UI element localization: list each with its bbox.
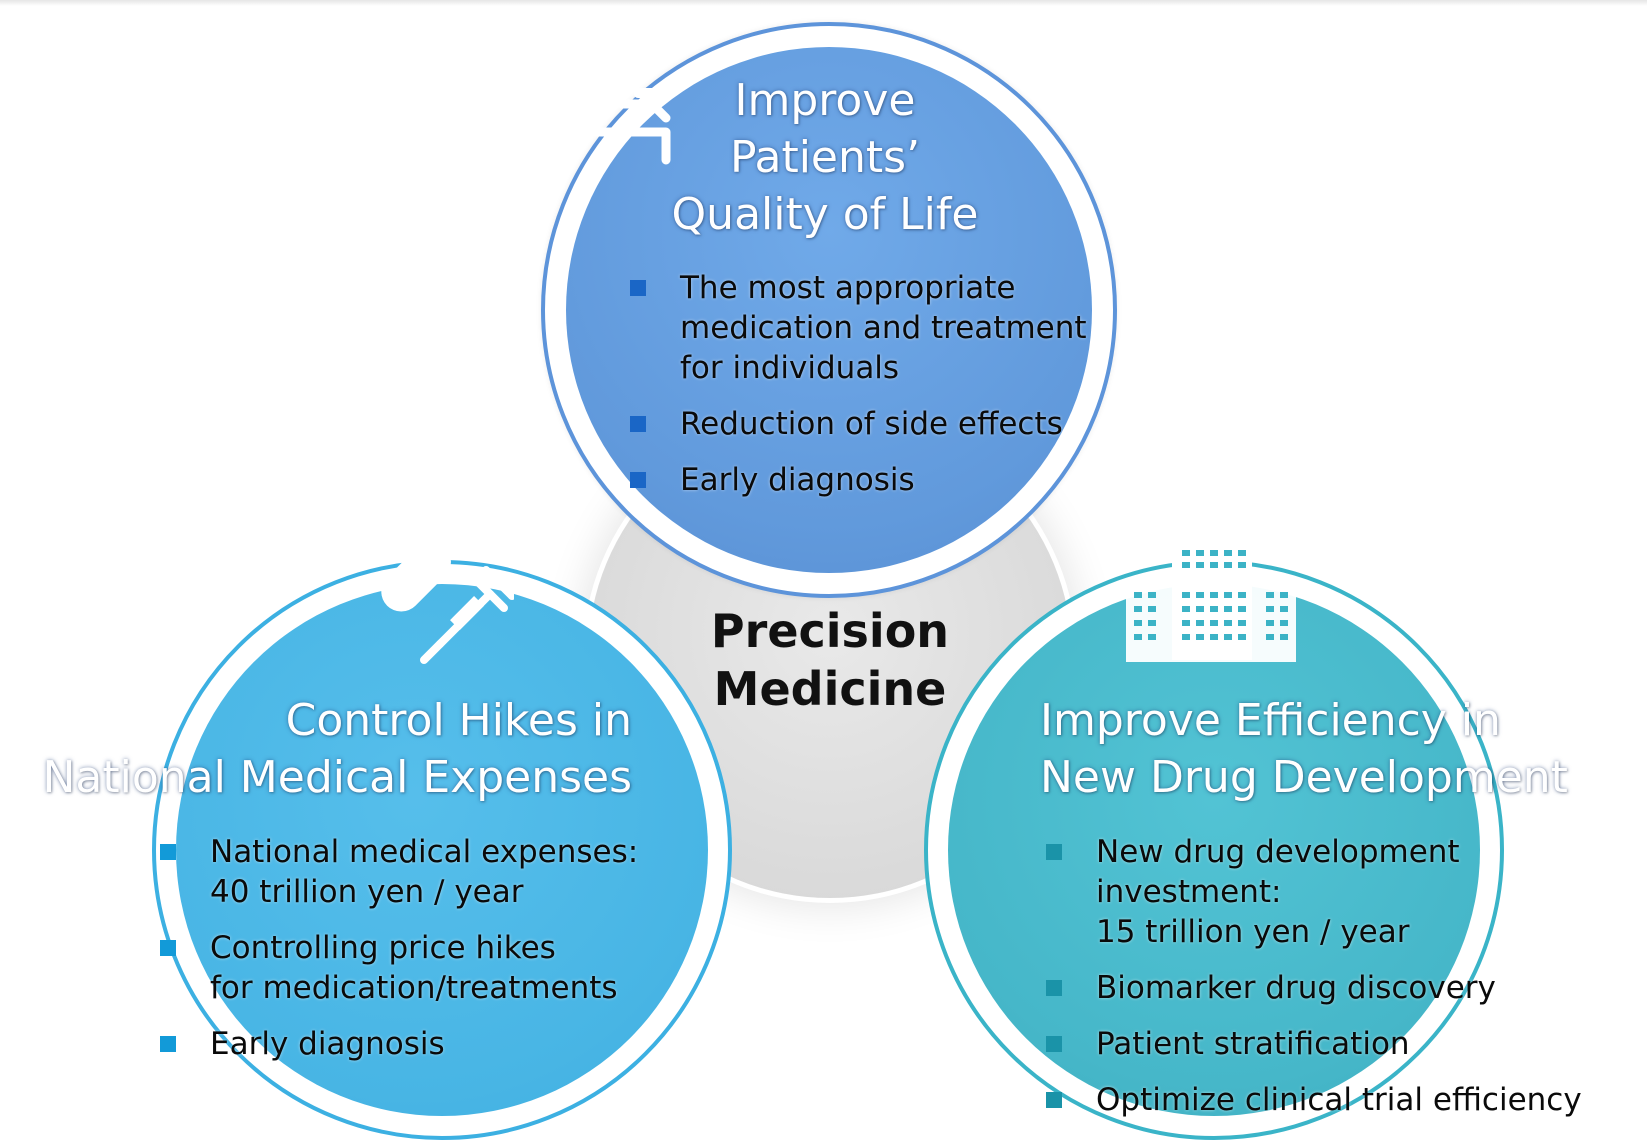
bullet-square-icon xyxy=(1046,1036,1062,1052)
right-title: Improve Efficiency in New Drug Developme… xyxy=(1040,692,1640,806)
bullet-square-icon xyxy=(630,280,646,296)
top-title: Improve Patients’ Quality of Life xyxy=(620,72,1030,243)
bullet-square-icon xyxy=(160,844,176,860)
top-title-line: Improve xyxy=(734,75,916,126)
left-bullet-list: National medical expenses: 40 trillion y… xyxy=(160,832,638,1080)
center-title-line: Medicine xyxy=(713,662,947,716)
list-item: New drug development investment: 15 tril… xyxy=(1046,832,1647,952)
right-bullet-list: New drug development investment: 15 tril… xyxy=(1046,832,1647,1136)
list-item: Reduction of side effects xyxy=(630,404,1087,444)
pill-syringe-icon xyxy=(381,541,514,664)
top-bullet-list: The most appropriate medication and trea… xyxy=(630,268,1087,516)
right-title-line: Improve Efficiency in xyxy=(1040,695,1501,746)
left-circle xyxy=(176,584,708,1116)
list-item: The most appropriate medication and trea… xyxy=(630,268,1087,388)
list-item: Early diagnosis xyxy=(160,1024,638,1064)
right-title-line: New Drug Development xyxy=(1040,752,1568,803)
top-shadow-bar xyxy=(0,0,1647,6)
left-title-line: National Medical Expenses xyxy=(42,752,632,803)
right-circle xyxy=(948,584,1480,1116)
bullet-square-icon xyxy=(1046,1092,1062,1108)
bullet-square-icon xyxy=(160,1036,176,1052)
bullet-square-icon xyxy=(1046,980,1062,996)
left-title-line: Control Hikes in xyxy=(285,695,632,746)
list-item: Controlling price hikes for medication/t… xyxy=(160,928,638,1008)
list-item: Optimize clinical trial efficiency xyxy=(1046,1080,1647,1120)
bullet-square-icon xyxy=(630,472,646,488)
patient-bed-icon xyxy=(551,56,671,165)
bullet-square-icon xyxy=(1046,844,1062,860)
top-title-line: Quality of Life xyxy=(671,189,979,240)
list-item: National medical expenses: 40 trillion y… xyxy=(160,832,638,912)
list-item: Biomarker drug discovery xyxy=(1046,968,1647,1008)
top-title-line: Patients’ xyxy=(729,132,921,183)
list-item: Patient stratification xyxy=(1046,1024,1647,1064)
bullet-square-icon xyxy=(160,940,176,956)
list-item: Early diagnosis xyxy=(630,460,1087,500)
left-title: Control Hikes in National Medical Expens… xyxy=(10,692,632,806)
bullet-square-icon xyxy=(630,416,646,432)
center-title: Precision Medicine xyxy=(660,602,1000,718)
hospital-building-icon xyxy=(1126,540,1296,662)
center-title-line: Precision xyxy=(710,604,950,658)
